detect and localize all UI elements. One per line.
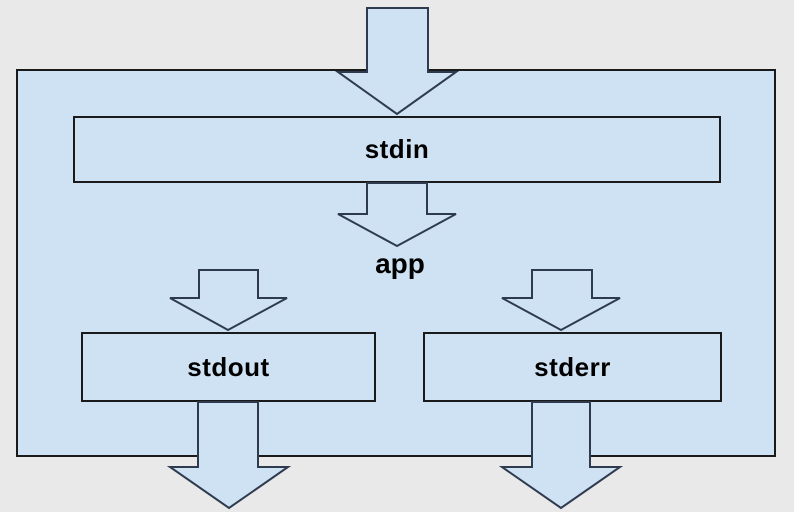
stderr-label: stderr [534, 351, 611, 382]
stdout-label: stdout [187, 351, 270, 382]
app-label: app [375, 248, 425, 279]
stdout-box: stdout [81, 332, 376, 402]
stdin-label: stdin [364, 134, 430, 164]
stderr-box: stderr [423, 332, 722, 402]
stdin-box: stdin [73, 116, 721, 183]
